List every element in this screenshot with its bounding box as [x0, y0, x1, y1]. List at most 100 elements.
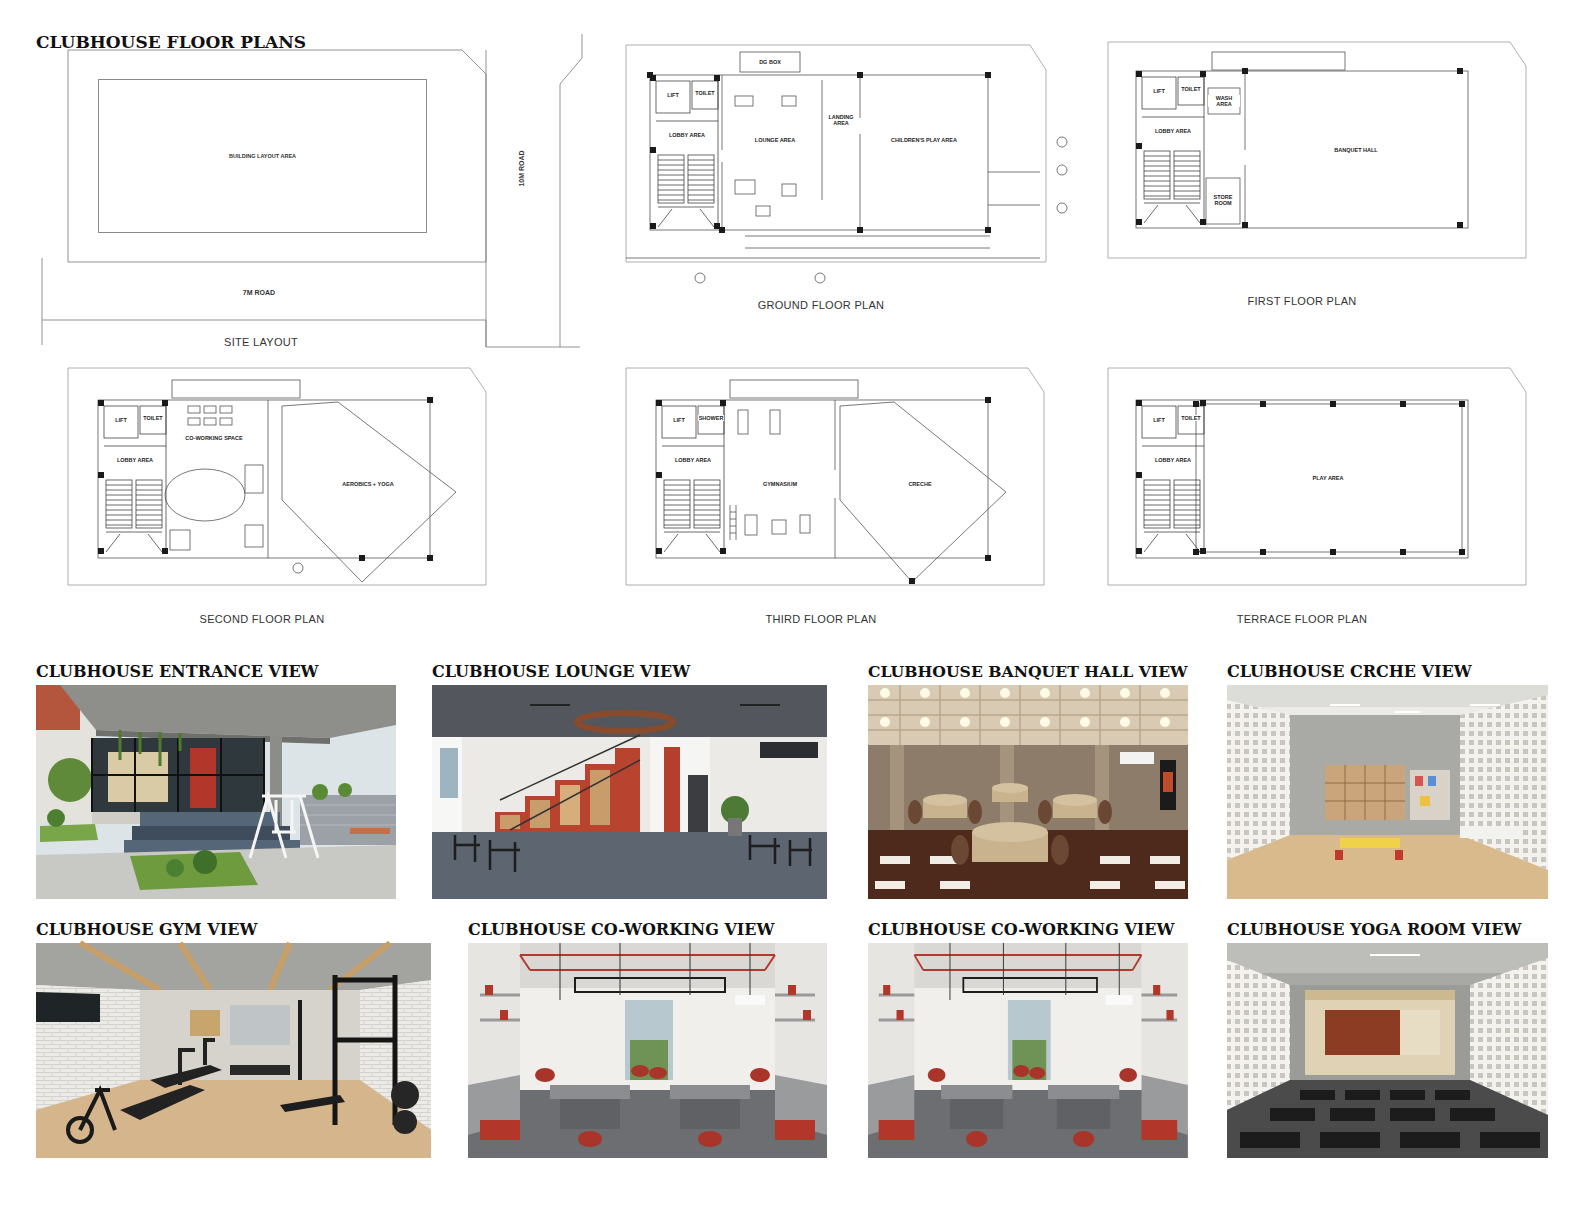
- second-floor-drawing-part-part: [220, 406, 232, 413]
- banquet-render-part: [972, 822, 1048, 842]
- ground-floor-drawing-part-part: [756, 206, 770, 216]
- second-floor-drawing-part-part: [68, 368, 486, 585]
- ground-floor-drawing-part-part: [1057, 203, 1067, 213]
- lounge-render-part: [432, 737, 462, 832]
- view-panel: CLUBHOUSE LOUNGE VIEW: [432, 662, 827, 899]
- yoga-render-part-part: [1345, 1090, 1380, 1100]
- plan-panel: THIRD FLOOR PLANLIFTSHOWERLOBBY AREAGYMN…: [620, 362, 1050, 624]
- room-label: CO-WORKING SPACE: [184, 435, 243, 441]
- room-label: LOBBY AREA: [116, 457, 154, 463]
- room-area: LIFT: [672, 417, 686, 423]
- gym-render-part: [36, 1080, 431, 1158]
- second-floor-drawing-part-part: [359, 555, 365, 561]
- plan-title: SITE LAYOUT: [224, 336, 298, 348]
- coworking-render-1: [468, 943, 827, 1158]
- yoga-render-part-part: [1435, 1090, 1470, 1100]
- gym-render-part: [298, 1000, 302, 1080]
- third-floor-drawing-part-part: [730, 505, 736, 540]
- coworking-render-1-part: [468, 943, 827, 1158]
- gym-render-part: [205, 1040, 215, 1065]
- lounge-render-part: [530, 704, 780, 706]
- banquet-render-part: [890, 745, 904, 835]
- room-label: TOILET: [142, 415, 163, 421]
- terrace-floor-drawing-part-part: [1108, 368, 1526, 585]
- room-area: TOILET: [142, 415, 163, 421]
- creche-render-part: [1227, 700, 1290, 860]
- terrace-floor-drawing-part-part: [1260, 549, 1266, 555]
- second-floor-drawing: [68, 368, 486, 585]
- building-area: BUILDING LAYOUT AREA: [98, 79, 427, 233]
- second-floor-drawing-part-part: [98, 400, 430, 558]
- yoga-render-part-part: [1270, 1108, 1315, 1121]
- room-area: TOILET: [1180, 86, 1201, 92]
- ground-floor-drawing-part-part: [1057, 165, 1067, 175]
- gym-render-part: [335, 975, 395, 1125]
- view-title: CLUBHOUSE GYM VIEW: [36, 920, 257, 939]
- creche-render-part: [1290, 715, 1460, 835]
- room-label: LIFT: [666, 92, 680, 98]
- yoga-render-part: [1370, 954, 1420, 956]
- room-area: LOBBY AREA: [674, 457, 712, 463]
- second-floor-drawing-part: [98, 400, 168, 554]
- banquet-render-part-part: [1080, 717, 1090, 727]
- sheet-title: CLUBHOUSE FLOOR PLANS: [36, 32, 306, 52]
- creche-render-part: [1335, 850, 1343, 860]
- room-area: CRECHE: [907, 481, 932, 487]
- terrace-floor-drawing: [1108, 368, 1526, 585]
- second-floor-drawing-part: [68, 368, 486, 585]
- ground-floor-drawing-part-part: [985, 72, 991, 78]
- gym-render-part: [36, 943, 431, 1158]
- gym-render-part: [393, 1110, 417, 1134]
- plan-title: FIRST FLOOR PLAN: [1247, 295, 1356, 307]
- first-floor-drawing-part: [1136, 71, 1206, 225]
- terrace-floor-drawing-part: [1193, 401, 1465, 555]
- terrace-floor-drawing-part-part: [1459, 401, 1465, 407]
- ground-floor-drawing-part-part: [985, 227, 991, 233]
- banquet-render-part-part: [920, 717, 930, 727]
- entrance-render-part: [350, 828, 390, 834]
- room-area: LIFT: [114, 417, 128, 423]
- banquet-render-part: [1120, 752, 1154, 764]
- first-floor-drawing-part-part: [1206, 178, 1240, 224]
- room-label: LOUNGE AREA: [754, 137, 796, 143]
- entrance-render: [36, 685, 396, 899]
- gym-render: [36, 943, 431, 1158]
- view-panel: CLUBHOUSE BANQUET HALL VIEW: [868, 662, 1188, 899]
- yoga-render-part: [1305, 1000, 1455, 1075]
- terrace-floor-drawing-part-part: [1193, 549, 1199, 555]
- ground-floor-drawing-part-part: [647, 72, 653, 78]
- plan-panel: GROUND FLOOR PLANLIFTTOILETLOBBY AREADG …: [620, 40, 1050, 315]
- banquet-render-part: [880, 688, 1170, 727]
- room-label: LIFT: [1152, 417, 1166, 423]
- terrace-floor-drawing-part-part: [1136, 400, 1468, 558]
- gym-render-part: [230, 1065, 290, 1075]
- banquet-render-part: [868, 685, 1188, 899]
- yoga-render-part: [1240, 1090, 1540, 1148]
- yoga-render-part: [1290, 985, 1470, 1080]
- terrace-floor-drawing-part-part: [1330, 401, 1336, 407]
- banquet-render-part: [868, 685, 1188, 745]
- ground-floor-drawing-part-part: [735, 180, 755, 194]
- yoga-render-part: [1227, 943, 1548, 973]
- lounge-render-part: [500, 735, 640, 830]
- room-label: LIFT: [114, 417, 128, 423]
- creche-render-part: [1340, 838, 1400, 848]
- third-floor-drawing-part-part: [770, 410, 780, 434]
- second-floor-drawing-part-part: [245, 465, 263, 493]
- lounge-render-part: [455, 835, 812, 872]
- third-floor-drawing-part-part: [738, 410, 748, 434]
- third-floor-drawing-part: [909, 397, 991, 584]
- room-label: GYMNASIUM: [762, 481, 798, 487]
- lounge-render-part: [432, 685, 827, 737]
- yoga-render-part-part: [1300, 1090, 1335, 1100]
- first-floor-drawing-part-part: [1242, 222, 1248, 228]
- entrance-render-part: [300, 805, 396, 825]
- first-floor-drawing: [1108, 42, 1526, 258]
- banquet-render-part-part: [1120, 688, 1130, 698]
- ground-floor-drawing-part: [650, 75, 720, 229]
- banquet-render-part-part: [1000, 688, 1010, 698]
- ground-floor-drawing-part-part: [857, 72, 863, 78]
- entrance-render-part: [120, 730, 180, 766]
- site-layout-drawing: [42, 34, 582, 347]
- entrance-render-part: [338, 783, 352, 797]
